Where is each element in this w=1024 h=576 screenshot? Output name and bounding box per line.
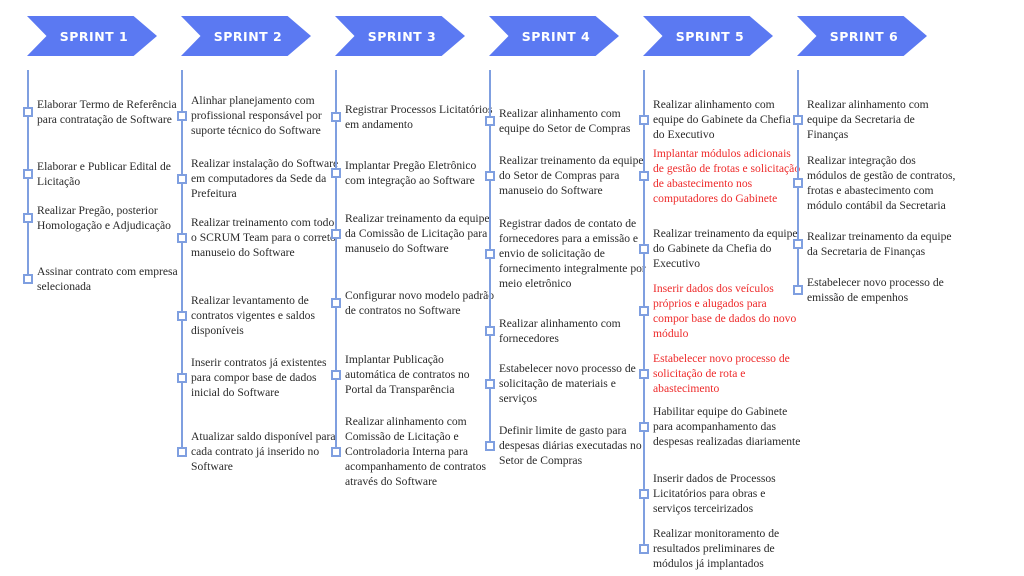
task-item: Realizar treinamento da equipe do Setor … <box>499 154 644 197</box>
timeline-marker-icon <box>23 213 33 223</box>
timeline-marker-icon <box>177 232 187 243</box>
task-item: Estabelecer novo processo de emissão de … <box>807 276 944 304</box>
timeline-marker-icon <box>639 243 649 254</box>
sprint-header: SPRINT 1 <box>27 16 157 56</box>
task-item: Assinar contrato com empresa selecionada <box>37 265 178 293</box>
task-item: Definir limite de gasto para despesas di… <box>499 424 642 467</box>
task-item: Implantar Pregão Eletrônico com integraç… <box>345 159 477 187</box>
timeline-marker-icon <box>177 372 187 383</box>
timeline-marker-icon <box>639 306 649 316</box>
timeline-line <box>181 70 183 457</box>
task-item: Realizar alinhamento com equipe do Gabin… <box>653 98 791 141</box>
sprint-header: SPRINT 4 <box>489 16 619 56</box>
task-item: Realizar monitoramento de resultados pre… <box>653 527 780 570</box>
timeline-marker-icon <box>793 178 803 188</box>
task-item: Elaborar e Publicar Edital de Licitação <box>37 160 171 188</box>
task-item: Estabelecer novo processo de solicitação… <box>653 352 790 395</box>
task-item: Inserir dados de Processos Licitatórios … <box>653 472 776 515</box>
timeline-marker-icon <box>639 421 649 432</box>
task-item: Realizar Pregão, posterior Homologação e… <box>37 204 171 232</box>
timeline-line <box>489 70 491 451</box>
timeline-marker-icon <box>177 173 187 184</box>
task-item: Registrar dados de contato de fornecedor… <box>499 217 646 290</box>
timeline-marker-icon <box>331 446 341 457</box>
timeline-marker-icon <box>23 169 33 179</box>
task-item: Realizar levantamento de contratos vigen… <box>191 294 315 337</box>
timeline-marker-icon <box>331 168 341 178</box>
task-item: Configurar novo modelo padrão de contrat… <box>345 289 495 317</box>
timeline-marker-icon <box>331 228 341 239</box>
task-item: Implantar Publicação automática de contr… <box>345 353 470 396</box>
timeline-marker-icon <box>331 298 341 308</box>
task-item: Realizar treinamento da equipe da Secret… <box>807 230 952 258</box>
sprint-header: SPRINT 2 <box>181 16 311 56</box>
task-item: Realizar alinhamento com fornecedores <box>499 317 621 345</box>
timeline-marker-icon <box>177 310 187 321</box>
timeline-marker-icon <box>793 114 803 125</box>
task-item: Habilitar equipe do Gabinete para acompa… <box>653 405 801 448</box>
task-item: Realizar alinhamento com Comissão de Lic… <box>345 415 487 488</box>
timeline-marker-icon <box>485 170 495 181</box>
sprint-header: SPRINT 3 <box>335 16 465 56</box>
task-item: Realizar treinamento com todo o SCRUM Te… <box>191 216 336 259</box>
timeline-marker-icon <box>485 116 495 126</box>
timeline-marker-icon <box>331 112 341 122</box>
timeline-marker-icon <box>639 114 649 125</box>
timeline-marker-icon <box>177 446 187 457</box>
timeline-marker-icon <box>23 107 33 117</box>
task-item: Inserir contratos já existentes para com… <box>191 356 327 399</box>
timeline-marker-icon <box>639 171 649 181</box>
task-item: Realizar treinamento da equipe do Gabine… <box>653 227 798 270</box>
timeline-marker-icon <box>331 369 341 380</box>
task-item: Atualizar saldo disponível para cada con… <box>191 430 336 473</box>
task-item: Realizar alinhamento com equipe do Setor… <box>499 107 631 135</box>
timeline-marker-icon <box>485 378 495 389</box>
task-item: Implantar módulos adicionais de gestão d… <box>653 147 801 205</box>
timeline-marker-icon <box>485 326 495 336</box>
timeline-marker-icon <box>639 543 649 554</box>
task-item: Realizar integração dos módulos de gestã… <box>807 154 956 212</box>
task-item: Realizar instalação do Software em compu… <box>191 157 339 200</box>
task-item: Registrar Processos Licitatórios em anda… <box>345 103 493 131</box>
timeline-marker-icon <box>485 440 495 451</box>
timeline-marker-icon <box>639 368 649 379</box>
task-item: Estabelecer novo processo de solicitação… <box>499 362 636 405</box>
timeline-marker-icon <box>793 239 803 249</box>
task-item: Realizar alinhamento com equipe da Secre… <box>807 98 929 141</box>
timeline-marker-icon <box>23 274 33 284</box>
task-item: Elaborar Termo de Referência para contra… <box>37 98 177 126</box>
sprint-header: SPRINT 5 <box>643 16 773 56</box>
timeline-marker-icon <box>793 285 803 295</box>
timeline-marker-icon <box>485 248 495 259</box>
timeline-line <box>335 70 337 457</box>
timeline-marker-icon <box>639 488 649 499</box>
task-item: Inserir dados dos veículos próprios e al… <box>653 282 797 340</box>
sprint-header: SPRINT 6 <box>797 16 927 56</box>
timeline-marker-icon <box>177 110 187 121</box>
task-item: Alinhar planejamento com profissional re… <box>191 94 322 137</box>
task-item: Realizar treinamento da equipe da Comiss… <box>345 212 490 255</box>
